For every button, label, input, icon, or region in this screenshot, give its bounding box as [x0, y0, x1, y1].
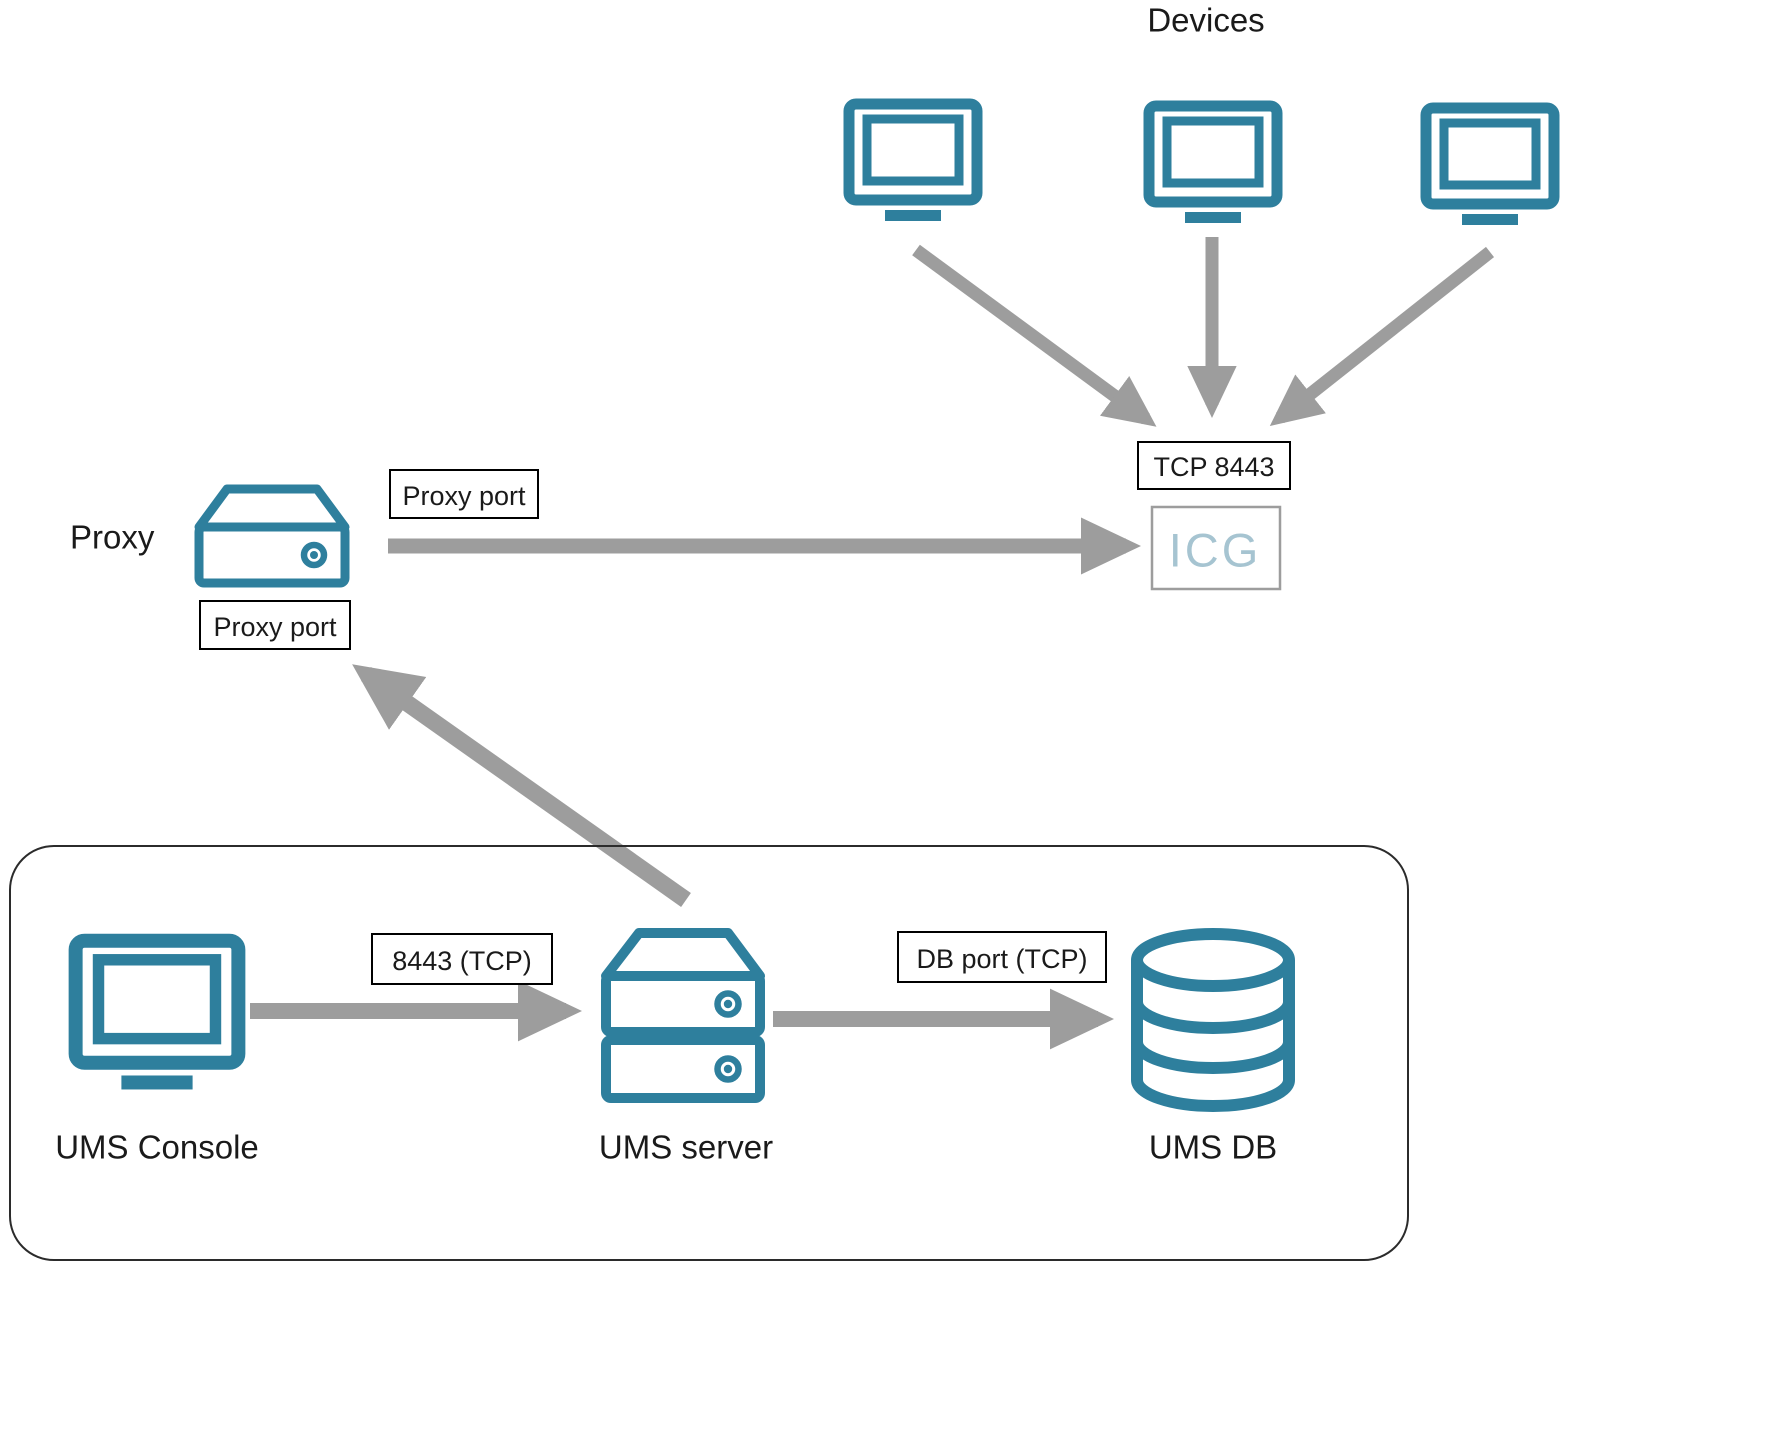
arrow-device1-to-icg: [912, 244, 1157, 427]
tcp-8443-label-box: [1137, 441, 1291, 490]
ums-boundary-box: [9, 845, 1409, 1261]
arrow-ums-server-to-proxy: [352, 664, 691, 907]
proxy-label: Proxy: [70, 519, 155, 556]
port-8443-label: 8443 (TCP): [392, 946, 532, 976]
port-8443-label-box: [371, 933, 553, 985]
tcp-8443-label: TCP 8443: [1153, 452, 1274, 482]
proxy-port-bottom-label: Proxy port: [213, 612, 337, 642]
device-monitor-icon: [1149, 106, 1277, 223]
device-monitor-icon: [1426, 108, 1554, 225]
ums-console-label: UMS Console: [55, 1129, 259, 1166]
ums-db-icon: [1131, 928, 1295, 1112]
device-monitor-icon: [849, 104, 977, 221]
icg-box: [1150, 505, 1282, 591]
proxy-port-top-label-box: [389, 469, 539, 519]
proxy-port-top-label: Proxy port: [402, 481, 526, 511]
proxy-port-bottom-label-box: [199, 600, 351, 650]
ums-server-icon: [601, 928, 765, 1103]
ums-console-icon: [76, 941, 239, 1090]
devices-label: Devices: [1147, 2, 1264, 39]
proxy-server-icon: [194, 484, 350, 588]
icg-label: ICG: [1169, 524, 1262, 577]
arrow-device3-to-icg: [1269, 246, 1495, 427]
db-port-label-box: [897, 931, 1107, 983]
ums-server-label: UMS server: [599, 1129, 773, 1166]
db-port-label: DB port (TCP): [916, 944, 1087, 974]
ums-db-label: UMS DB: [1149, 1129, 1277, 1166]
